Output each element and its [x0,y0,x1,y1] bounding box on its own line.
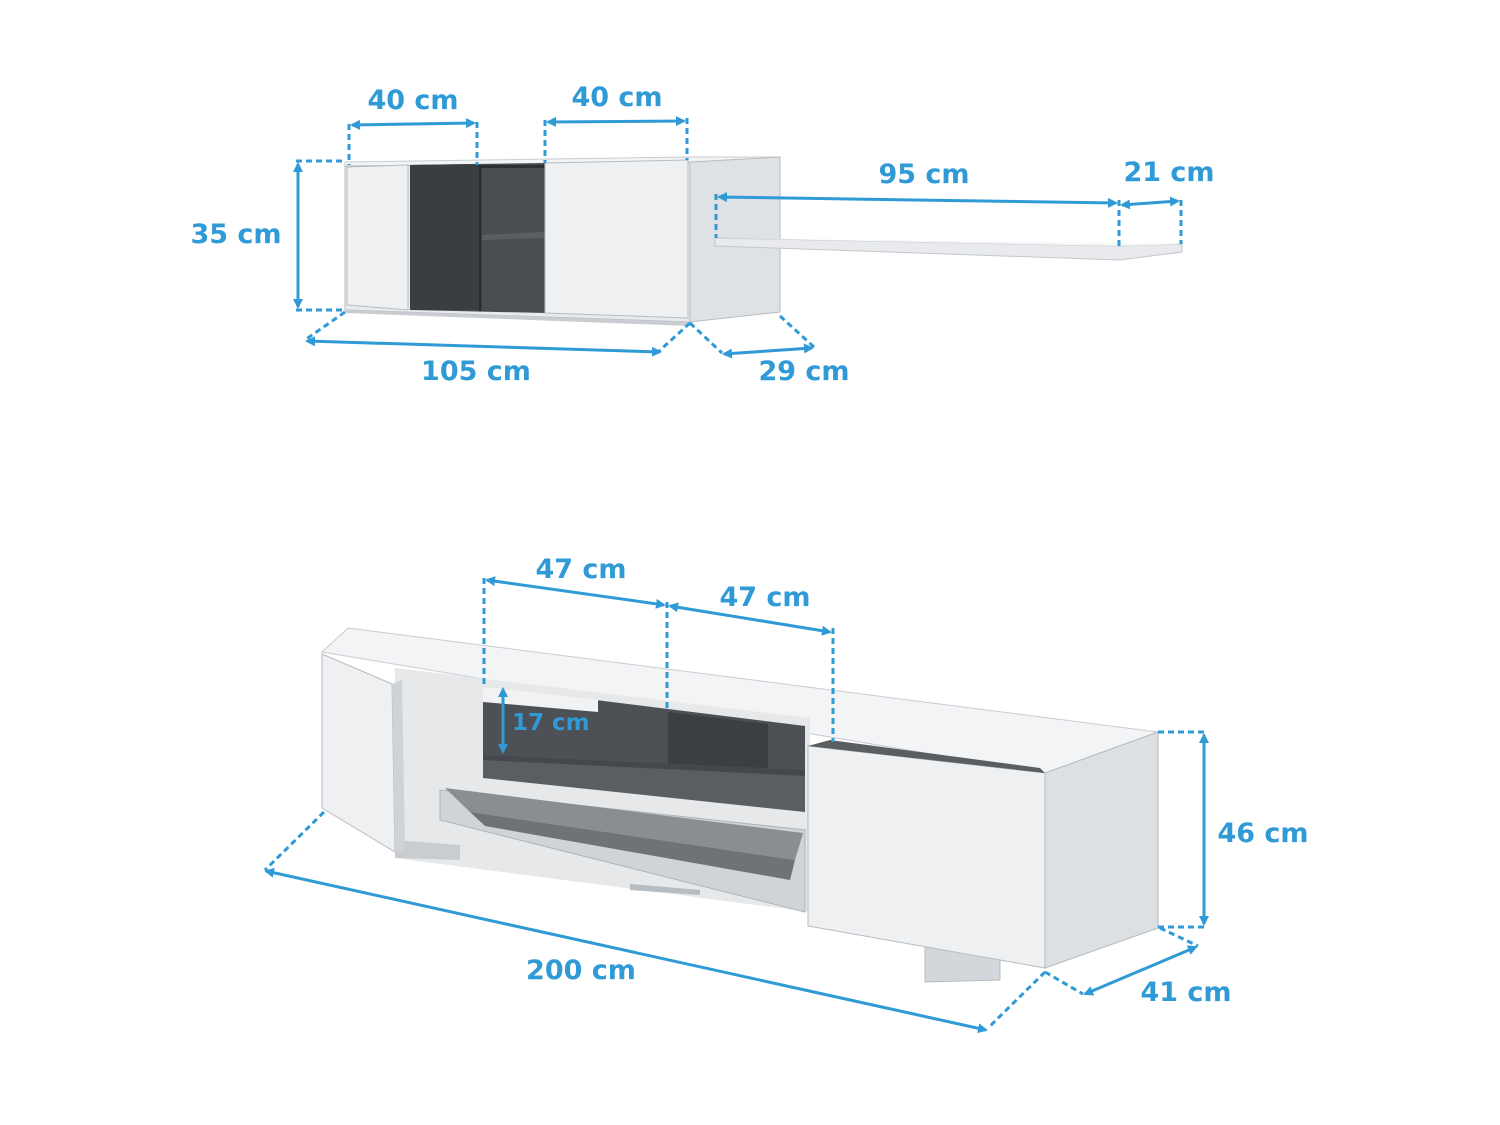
tv-width-label: 200 cm [526,955,636,986]
tv-depth-label: 41 cm [1140,977,1231,1008]
tv-compartment-right-width-label: 47 cm [719,582,810,613]
wall-door-right-width-label: 40 cm [571,82,662,113]
wall-height-label: 35 cm [190,219,281,250]
wall-unit-dimensions [293,116,1183,359]
tv-height-label: 46 cm [1217,818,1308,849]
tv-unit-dimensions [263,576,1209,1034]
wall-unit [344,156,1183,326]
wall-width-label: 105 cm [421,356,531,387]
tv-compartment-left-width-label: 47 cm [535,554,626,585]
wall-door-left-width-label: 40 cm [367,85,458,116]
shelf-depth-label: 21 cm [1123,157,1214,188]
tv-shelf-gap-label: 17 cm [512,710,590,736]
tv-unit [320,627,1159,983]
wall-depth-label: 29 cm [758,356,849,387]
shelf-length-label: 95 cm [878,159,969,190]
